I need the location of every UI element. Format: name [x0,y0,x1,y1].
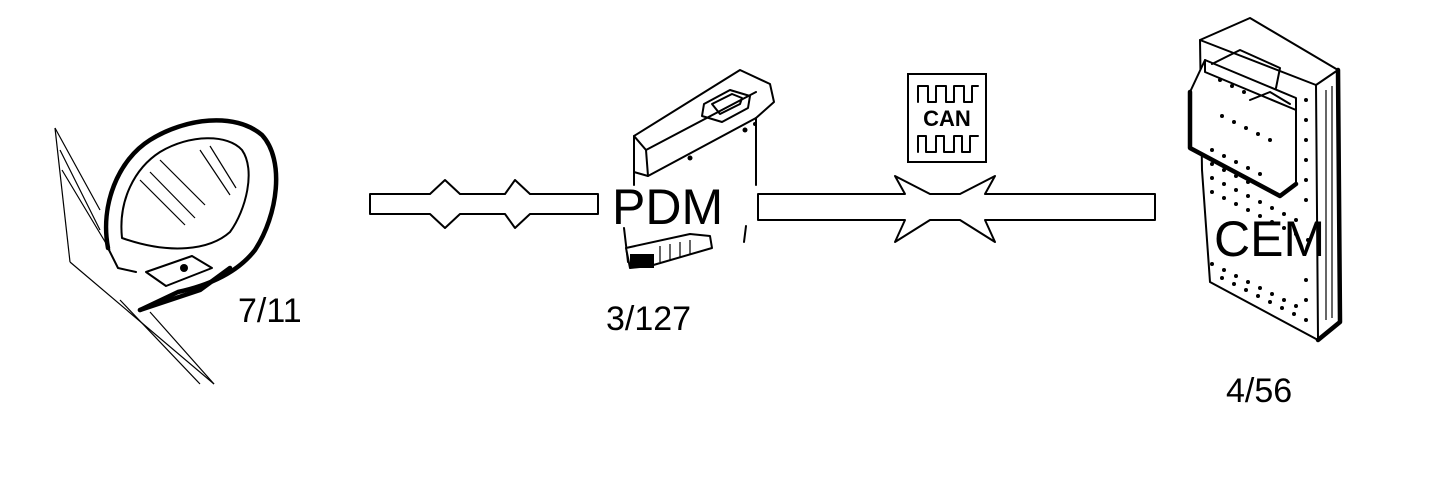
pdm-ref-label: 3/127 [606,300,691,338]
bidirectional-link-mirror-pdm [369,179,599,229]
can-symbol-label: CAN [923,106,971,131]
cem-module-component[interactable]: CEM 4/56 [1187,17,1343,410]
mirror-ref-label: 7/11 [238,292,302,330]
cem-pin-grid [1210,78,1310,322]
can-signal-waveform-bottom [917,135,979,153]
pdm-module-component[interactable]: PDM 3/127 [606,69,775,338]
can-bus-link-pdm-cem [757,175,1156,243]
cem-ref-label: 4/56 [1226,372,1292,410]
door-mirror-component[interactable]: 7/11 [54,118,302,385]
cem-module-label: CEM [1214,211,1325,267]
can-bus-symbol: CAN [907,73,987,163]
pdm-module-label: PDM [612,179,723,235]
can-signal-waveform-top [917,85,979,103]
